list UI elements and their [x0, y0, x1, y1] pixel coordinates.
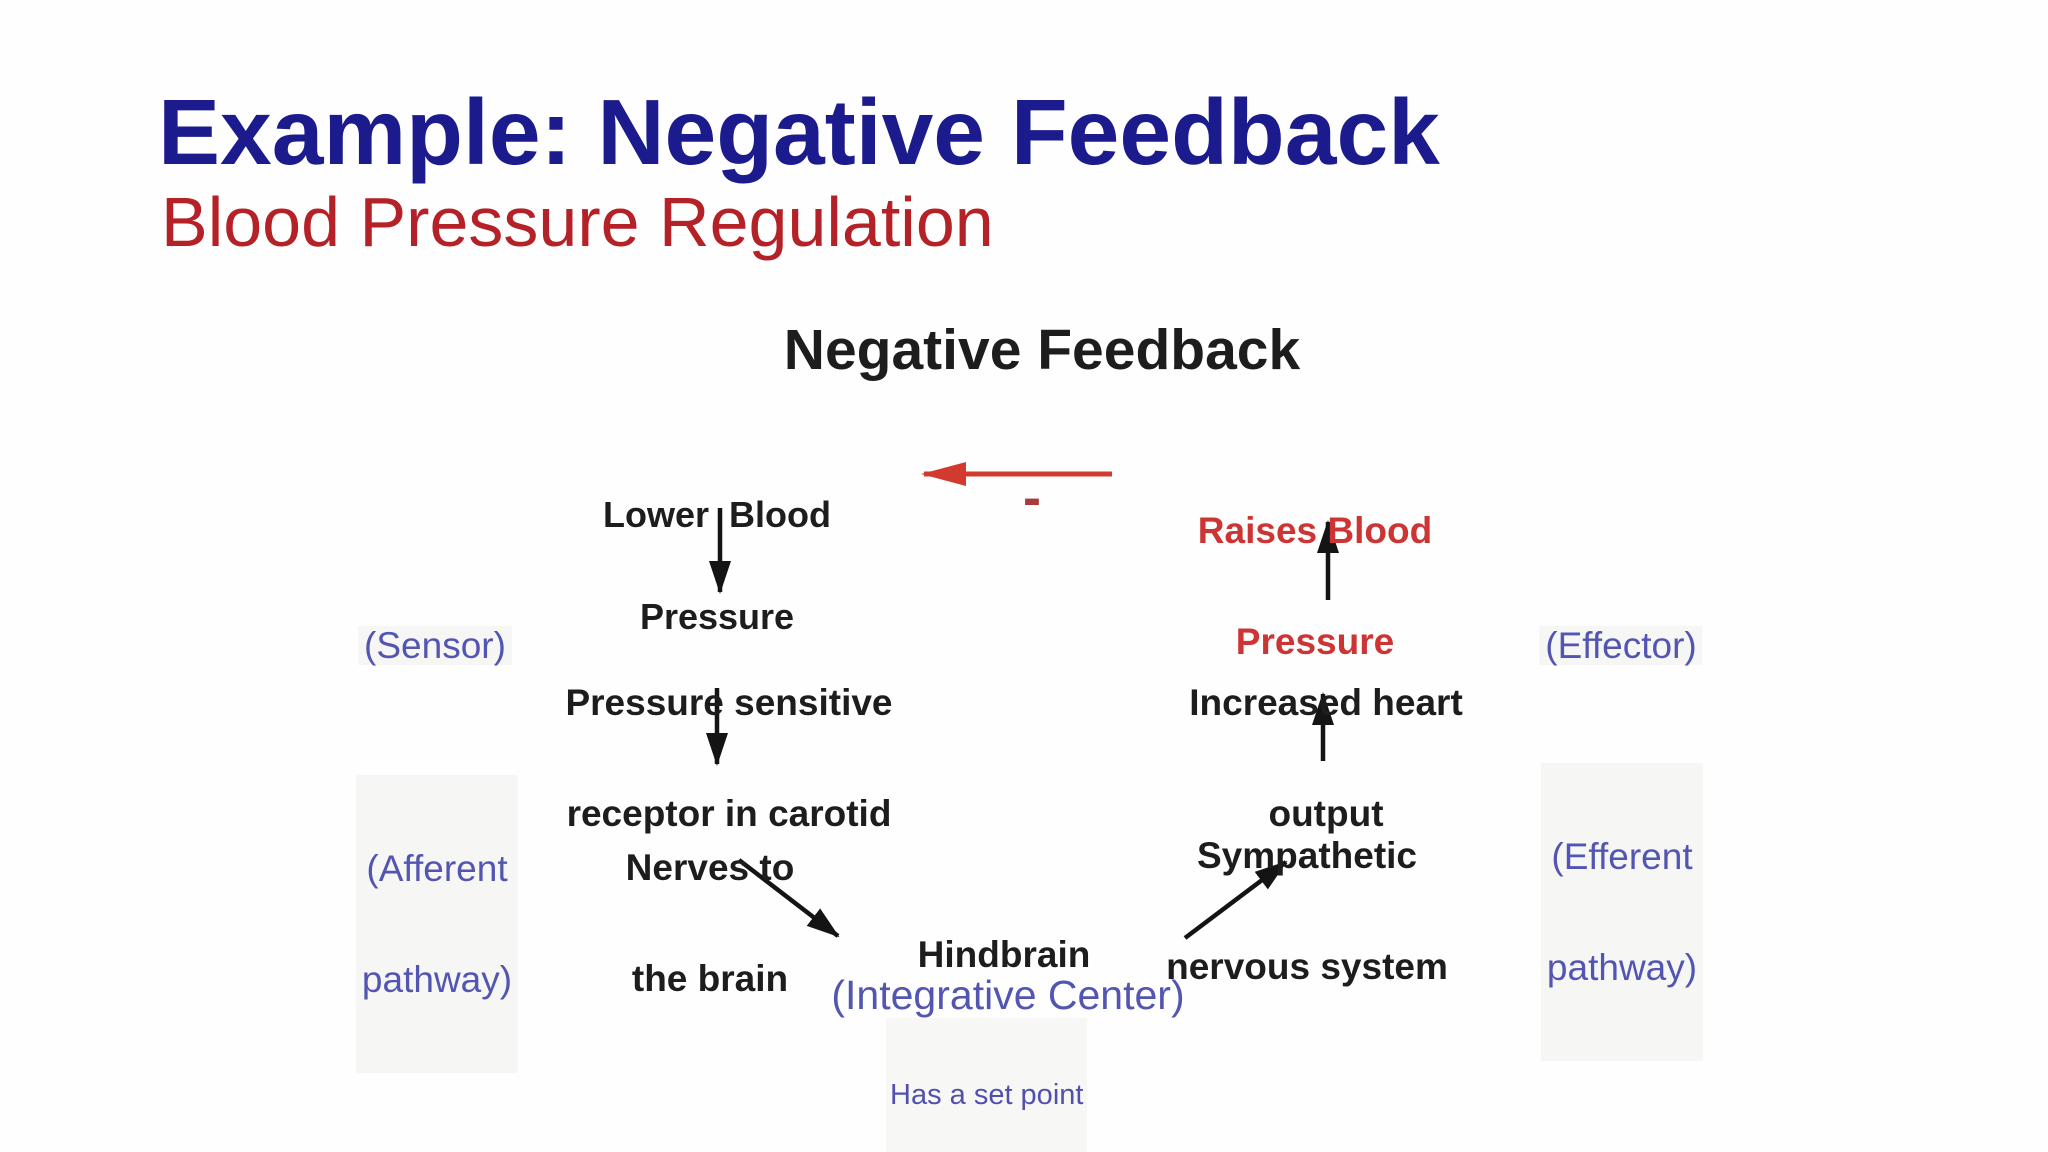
slide-subtitle: Blood Pressure Regulation: [161, 183, 994, 261]
node-line: Pressure sensitive: [565, 682, 893, 723]
node-line: Nerves to: [625, 847, 795, 888]
label-line: (Efferent: [1551, 836, 1693, 877]
node-line: Sympathetic: [1196, 835, 1417, 876]
label-sensor: (Sensor): [358, 626, 512, 665]
node-raises-blood-pressure: Raises Blood Pressure: [1198, 438, 1432, 734]
node-line: output: [1268, 793, 1384, 834]
node-line: the brain: [631, 958, 789, 999]
node-line: Increased heart: [1189, 682, 1463, 723]
minus-sign: -: [1023, 468, 1041, 528]
node-hindbrain: Hindbrain: [917, 934, 1091, 975]
label-line: pathway): [1546, 947, 1698, 988]
node-sympathetic-nervous-system: Sympathetic nervous system: [1166, 763, 1448, 1059]
label-effector: (Effector): [1539, 626, 1703, 665]
diagram-title: Negative Feedback: [783, 318, 1301, 382]
node-line: receptor in carotid: [566, 793, 892, 834]
node-line: Pressure: [639, 596, 795, 637]
slide-title: Example: Negative Feedback: [158, 80, 1440, 184]
node-nerves-to-brain: Nerves to the brain: [626, 775, 795, 1071]
label-line: (Afferent: [366, 848, 508, 889]
node-line: Lower Blood: [603, 494, 831, 535]
node-line: nervous system: [1166, 946, 1448, 987]
label-line: pathway): [361, 959, 513, 1000]
node-line: Pressure: [1235, 621, 1395, 662]
node-lower-blood-pressure: Lower Blood Pressure: [603, 430, 831, 702]
label-efferent-pathway: (Efferent pathway): [1540, 763, 1704, 1061]
node-line: Raises Blood: [1197, 510, 1433, 551]
node-pressure-receptor: Pressure sensitive receptor in carotid: [565, 610, 892, 906]
label-integrative-center: (Integrative Center): [831, 972, 1185, 1018]
label-afferent-pathway: (Afferent pathway): [355, 775, 519, 1073]
note-set-point: Has a set point and calculates the error…: [886, 1018, 1088, 1152]
node-increased-heart-output: Increased heart output: [1189, 610, 1463, 906]
note-line: Has a set point: [890, 1079, 1084, 1111]
